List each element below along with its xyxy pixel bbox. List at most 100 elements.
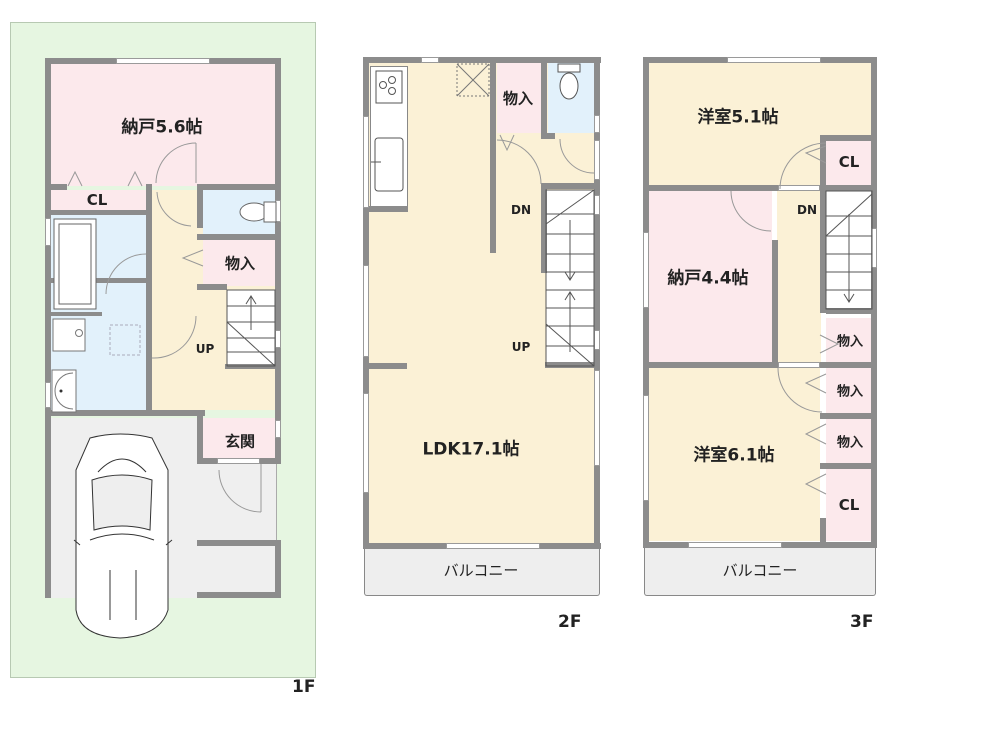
room-label-western-5: 洋室5.1帖: [697, 107, 779, 128]
wall: [643, 542, 877, 548]
window: [45, 382, 51, 408]
door-swings-1f: [51, 142, 277, 639]
room-label-storage-1f: 物入: [224, 254, 256, 273]
room-western-5: [648, 63, 872, 185]
wall: [643, 185, 779, 191]
wall: [820, 191, 826, 313]
room-porch: [200, 462, 277, 598]
wall: [826, 308, 877, 314]
room-kitchen-counter: [370, 66, 408, 208]
wall: [363, 57, 369, 548]
room-closet-3f-b: [826, 469, 872, 541]
stair-label-dn-2f: DN: [510, 203, 532, 217]
room-label-entrance: 玄関: [224, 432, 256, 451]
window: [594, 195, 600, 215]
window: [363, 116, 369, 208]
window: [363, 265, 369, 357]
room-label-balcony-2f: バルコニー: [443, 561, 519, 580]
room-label-storage-3f-b: 物入: [836, 384, 864, 400]
floor-label-1f: 1F: [292, 677, 316, 697]
window: [217, 458, 260, 464]
room-closet-3f-a: [826, 141, 872, 185]
room-storage-3f-c: [826, 419, 872, 463]
room-label-closet-3f-b: CL: [838, 496, 860, 514]
room-storage-2f: [497, 63, 541, 133]
window: [446, 543, 540, 549]
wall: [197, 284, 227, 290]
window: [116, 58, 210, 64]
wall: [45, 58, 51, 598]
room-label-storage-3f-a: 物入: [836, 334, 864, 350]
room-balcony-2f: [364, 548, 600, 596]
wall: [146, 184, 152, 414]
wall: [541, 183, 600, 189]
wall: [50, 312, 102, 316]
wall: [594, 57, 600, 548]
wall: [197, 592, 280, 598]
wall: [772, 240, 778, 368]
window: [275, 420, 281, 438]
stair-label-dn-3f: DN: [796, 203, 818, 217]
room-label-nando-1f: 納戸5.6帖: [121, 117, 203, 138]
room-stair-2f: [546, 190, 594, 366]
wall: [643, 362, 778, 368]
wall: [197, 234, 277, 240]
wall: [197, 458, 217, 464]
wall: [820, 185, 877, 191]
wall: [643, 57, 649, 548]
wall: [363, 57, 601, 63]
window: [778, 185, 820, 191]
floor-1f: 納戸5.6帖 CL 物入 UP 玄関 1F: [0, 0, 330, 750]
window: [643, 232, 649, 308]
window: [421, 57, 439, 63]
wall: [820, 463, 877, 469]
car-icon: [73, 433, 173, 639]
window: [45, 218, 51, 246]
wall: [541, 183, 547, 273]
wall: [643, 57, 877, 63]
window: [727, 57, 821, 63]
floor-label-2f: 2F: [558, 612, 582, 632]
window: [594, 140, 600, 180]
room-storage-3f-b: [826, 368, 872, 413]
window: [778, 362, 820, 368]
wall: [820, 518, 826, 548]
wall: [820, 362, 877, 368]
window: [871, 228, 877, 268]
stair-label-up-1f: UP: [195, 342, 215, 356]
wall: [275, 540, 281, 598]
room-balcony-3f: [644, 548, 876, 596]
room-storage-3f-a: [826, 318, 872, 362]
window: [643, 395, 649, 501]
wall: [45, 210, 151, 215]
wall: [541, 133, 555, 139]
wall: [260, 458, 280, 464]
window: [594, 115, 600, 133]
wall: [197, 184, 203, 228]
room-closet-1f: [50, 190, 146, 210]
wall: [197, 540, 280, 546]
wall: [45, 278, 151, 283]
room-label-closet-3f-a: CL: [838, 153, 860, 171]
room-nando-1f: [50, 64, 277, 186]
window: [594, 370, 600, 466]
room-hall-3f: [777, 191, 821, 363]
room-ldk: [368, 63, 596, 543]
stair-label-up-2f: UP: [511, 340, 531, 354]
room-label-closet-1f: CL: [86, 191, 108, 209]
room-storage-1f: [203, 240, 277, 286]
wall: [820, 135, 877, 141]
window: [363, 393, 369, 493]
wall: [275, 58, 281, 464]
room-stair-3f: [826, 191, 872, 309]
room-label-nando-3f: 納戸4.4帖: [667, 268, 749, 289]
floor-label-3f: 3F: [850, 612, 874, 632]
room-nando-3f: [648, 191, 772, 363]
room-western-6: [648, 368, 820, 541]
wall: [820, 135, 826, 191]
room-label-balcony-3f: バルコニー: [722, 561, 798, 580]
room-entrance: [203, 418, 277, 462]
wall: [363, 206, 408, 212]
wall: [363, 543, 601, 549]
room-label-storage-3f-c: 物入: [836, 435, 864, 451]
